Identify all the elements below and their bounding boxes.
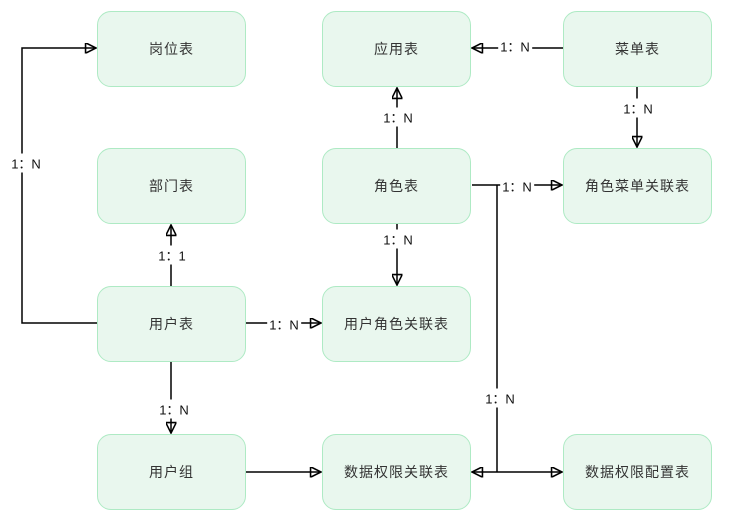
node-user-table[interactable]: 用户表 [97, 286, 246, 362]
node-label: 部门表 [149, 178, 194, 194]
node-data-permission-config-table[interactable]: 数据权限配置表 [563, 434, 712, 510]
node-label: 角色表 [374, 178, 419, 194]
node-data-permission-relation-table[interactable]: 数据权限关联表 [322, 434, 471, 510]
edge-label-user-to-user-group: 1：N [157, 399, 191, 419]
edge-label-role-to-role-menu: 1：N [500, 176, 534, 196]
node-label: 用户角色关联表 [344, 316, 449, 332]
edge-label-user-to-department: 1：1 [156, 245, 188, 265]
edge-user-to-post [21, 48, 97, 324]
node-label: 角色菜单关联表 [585, 178, 690, 194]
node-user-role-relation-table[interactable]: 用户角色关联表 [322, 286, 471, 362]
node-label: 岗位表 [149, 41, 194, 57]
node-menu-table[interactable]: 菜单表 [563, 11, 712, 87]
node-post-table[interactable]: 岗位表 [97, 11, 246, 87]
node-label: 数据权限配置表 [585, 464, 690, 480]
node-label: 菜单表 [615, 41, 660, 57]
edge-label-user-to-post: 1：N [9, 153, 43, 173]
node-label: 用户组 [149, 464, 194, 480]
node-user-group[interactable]: 用户组 [97, 434, 246, 510]
node-label: 用户表 [149, 316, 194, 332]
node-role-menu-relation-table[interactable]: 角色菜单关联表 [563, 148, 712, 224]
edge-label-role-to-data-perm: 1：N [483, 388, 517, 408]
node-label: 应用表 [374, 41, 419, 57]
node-department-table[interactable]: 部门表 [97, 148, 246, 224]
node-label: 数据权限关联表 [344, 464, 449, 480]
edge-label-user-to-user-role: 1：N [267, 314, 301, 334]
node-application-table[interactable]: 应用表 [322, 11, 471, 87]
edge-label-menu-to-application: 1：N [498, 36, 532, 56]
node-role-table[interactable]: 角色表 [322, 148, 471, 224]
edge-label-role-to-user-role: 1：N [381, 229, 415, 249]
edge-label-menu-to-role-menu: 1：N [621, 98, 655, 118]
edge-label-role-to-application: 1：N [381, 107, 415, 127]
